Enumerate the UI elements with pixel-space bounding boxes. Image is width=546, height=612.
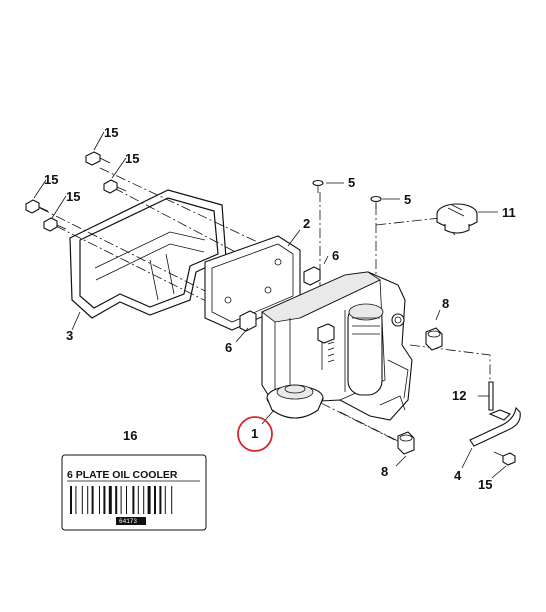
- callouts: 15 15 15 15 5 5 11 2 6 8 3 6 12 1 16 8 4…: [44, 125, 516, 492]
- barcode-bar: [120, 486, 122, 514]
- part-number-plate: [116, 517, 146, 525]
- callout-8-a: 8: [442, 296, 449, 311]
- barcode-bar: [164, 486, 166, 514]
- barcode-bar: [143, 486, 145, 514]
- callout-12: 12: [452, 388, 466, 403]
- oil-filter-housing: [261, 271, 413, 421]
- label-title: 6 PLATE OIL COOLER: [67, 469, 178, 481]
- callout-6-a: 6: [332, 248, 339, 263]
- callout-1: 1: [251, 426, 258, 441]
- gasket-3: [69, 189, 227, 319]
- pin-12: [488, 381, 494, 411]
- leader-lines: [33, 131, 507, 479]
- screw-5-left: [312, 179, 324, 193]
- bolt-15-left: [25, 199, 49, 214]
- dowel-6-lower: [239, 310, 257, 332]
- callout-15-c: 15: [44, 172, 58, 187]
- bracket-4: [469, 406, 521, 447]
- barcode: [70, 486, 173, 514]
- bolt-15-bracket: [493, 451, 516, 466]
- dowel-6-upper: [303, 266, 321, 286]
- label-part-number: 64173: [119, 518, 137, 525]
- callout-15-b: 15: [125, 151, 139, 166]
- barcode-bar: [75, 486, 77, 514]
- bolt-15-top-left: [85, 151, 111, 166]
- callout-15-e: 15: [478, 477, 492, 492]
- oil-cooler-label: 6 PLATE OIL COOLER 64173: [61, 454, 207, 531]
- barcode-bar: [87, 486, 89, 514]
- filler-cap-11: [436, 203, 478, 234]
- callout-2: 2: [303, 216, 310, 231]
- barcode-bar: [70, 486, 72, 514]
- barcode-bar: [103, 486, 106, 514]
- grommet-8-lower: [397, 431, 415, 455]
- callout-4: 4: [454, 468, 462, 483]
- barcode-bar: [126, 486, 127, 514]
- barcode-bar: [81, 486, 83, 514]
- callout-6-b: 6: [225, 340, 232, 355]
- callout-8-b: 8: [381, 464, 388, 479]
- callout-16: 16: [123, 428, 137, 443]
- callout-5-a: 5: [348, 175, 355, 190]
- callout-5-b: 5: [404, 192, 411, 207]
- callout-11: 11: [502, 205, 516, 220]
- barcode-bar: [154, 486, 156, 514]
- highlight-circle: [237, 416, 273, 452]
- bolt-15-left-lower: [43, 217, 67, 232]
- barcode-bar: [99, 486, 100, 514]
- barcode-bar: [132, 486, 135, 514]
- barcode-bar: [171, 486, 173, 514]
- barcode-bar: [115, 486, 118, 514]
- grommet-8-upper: [425, 327, 443, 351]
- bolt-15-second: [103, 179, 127, 194]
- callout-3: 3: [66, 328, 73, 343]
- callout-15-d: 15: [66, 189, 80, 204]
- callout-15-a: 15: [104, 125, 118, 140]
- barcode-bar: [137, 486, 139, 514]
- barcode-bar: [147, 486, 151, 514]
- barcode-bar: [108, 486, 112, 514]
- barcode-bar: [91, 486, 94, 514]
- screw-5-right: [370, 195, 382, 209]
- barcode-bar: [159, 486, 162, 514]
